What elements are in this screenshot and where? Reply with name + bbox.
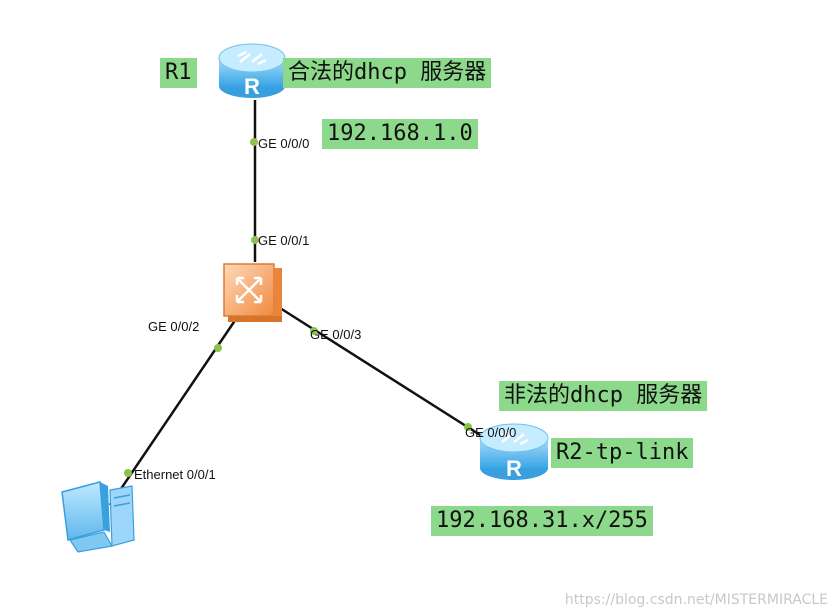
port-dot-sw-ge001 xyxy=(251,236,259,244)
port-label-pc-eth001: Ethernet 0/0/1 xyxy=(134,467,216,482)
r2-role-label: 非法的dhcp 服务器 xyxy=(499,381,708,411)
port-label-sw-ge003: GE 0/0/3 xyxy=(310,327,362,342)
switch-icon[interactable] xyxy=(223,263,282,322)
r1-role-label: 合法的dhcp 服务器 xyxy=(283,58,492,88)
port-label-r1-ge000: GE 0/0/0 xyxy=(258,136,310,151)
watermark: https://blog.csdn.net/MISTERMIRACLE xyxy=(564,592,828,608)
port-label-sw-ge001: GE 0/0/1 xyxy=(258,233,310,248)
r2-network-label: 192.168.31.x/255 xyxy=(431,506,653,536)
port-label-r2-ge000: GE 0/0/0 xyxy=(465,425,517,440)
port-dot-sw-ge003 xyxy=(310,327,318,335)
port-dot-pc-eth001 xyxy=(124,469,132,477)
router-icon[interactable]: R xyxy=(218,43,286,99)
svg-text:R: R xyxy=(506,456,522,481)
r1-network-label: 192.168.1.0 xyxy=(322,119,478,149)
port-dot-r1-ge000 xyxy=(250,138,258,146)
port-dot-r2-ge000 xyxy=(464,423,472,431)
router-icon[interactable]: R xyxy=(479,423,549,481)
port-label-sw-ge002: GE 0/0/2 xyxy=(148,319,200,334)
svg-text:R: R xyxy=(244,74,260,99)
port-dot-sw-ge002 xyxy=(214,344,222,352)
r2-name-label: R2-tp-link xyxy=(551,438,694,468)
r1-name-label: R1 xyxy=(160,58,197,88)
pc-icon[interactable] xyxy=(61,481,135,553)
